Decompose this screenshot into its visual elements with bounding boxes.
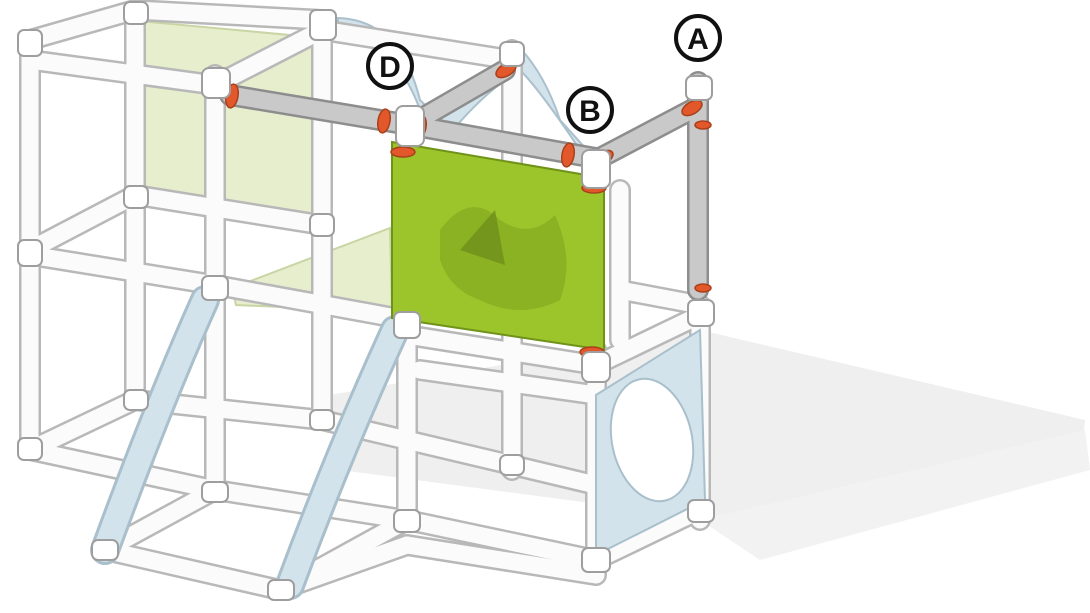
green-panel bbox=[391, 140, 605, 352]
callouts: A B D bbox=[366, 14, 722, 134]
callout-label: A bbox=[687, 23, 709, 56]
callout-label: B bbox=[579, 95, 601, 128]
callout-circle bbox=[674, 14, 722, 62]
callout-circle bbox=[566, 86, 614, 134]
callout-d: D bbox=[366, 42, 414, 90]
callout-b: B bbox=[566, 86, 614, 134]
front-ramps bbox=[90, 285, 410, 600]
callout-a: A bbox=[674, 14, 722, 62]
callout-label: D bbox=[379, 51, 401, 84]
joint-connectors bbox=[17, 1, 715, 601]
callout-circle bbox=[366, 42, 414, 90]
side-panel-porthole bbox=[595, 328, 707, 557]
